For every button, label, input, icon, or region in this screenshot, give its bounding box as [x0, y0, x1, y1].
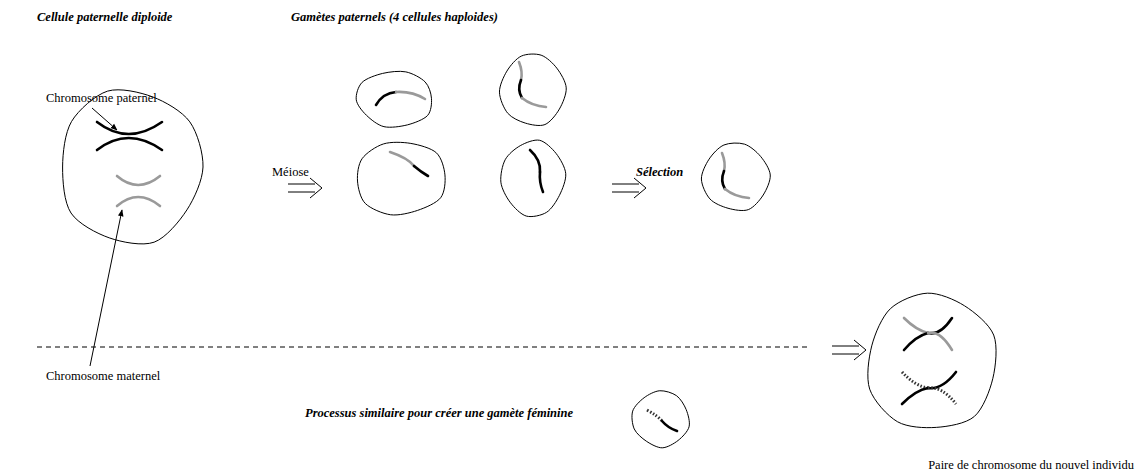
step-label: Méiose: [272, 165, 309, 180]
callout-label: Chromosome paternel: [46, 91, 157, 106]
chromosome-segment: [928, 318, 952, 333]
cell-outline: [701, 143, 770, 210]
cell-caption: Paire de chromosome du nouvel individu: [928, 458, 1134, 473]
chromosome-segment: [522, 98, 546, 107]
chromosome-segment: [390, 152, 414, 166]
cell-outline: [868, 293, 996, 428]
chromosome-segment: [928, 388, 956, 404]
chromosome-segment: [902, 388, 928, 404]
chromosome-segment: [662, 421, 677, 431]
chromosome-segment: [414, 166, 428, 176]
double-arrow: [288, 178, 322, 198]
chromosome-segment: [396, 92, 425, 99]
chromosome-segment: [117, 197, 160, 206]
chromosome-segment: [904, 333, 928, 350]
chromosomes: [97, 62, 956, 431]
cell-outline: [501, 140, 566, 217]
chromosome-segment: [540, 172, 543, 192]
cell-outline: [357, 142, 445, 215]
callout-label: Chromosome maternel: [46, 369, 160, 384]
chromosome-segment: [519, 80, 522, 98]
cell-outline: [499, 54, 566, 125]
separator-line: [37, 347, 808, 348]
chromosome-segment: [97, 122, 162, 134]
chromosome-segment: [722, 153, 725, 171]
leaders: [90, 108, 122, 366]
chromosome-segment: [722, 171, 725, 189]
chromosome-segment: [904, 318, 928, 333]
chromosome-segment: [725, 189, 749, 198]
double-arrow: [832, 340, 866, 360]
chromosome-segment: [530, 150, 540, 172]
chromosome-segment: [928, 372, 956, 388]
leader-line: [92, 108, 117, 130]
step-label: Sélection: [636, 165, 683, 180]
chromosome-segment: [117, 176, 160, 185]
chromosome-segment: [902, 372, 928, 388]
cell-outline: [63, 90, 203, 244]
cell-heading: Cellule paternelle diploide: [37, 10, 172, 25]
double-arrow: [612, 178, 646, 198]
leader-line: [90, 210, 122, 366]
cell-outline: [356, 71, 431, 127]
chromosome-segment: [376, 92, 396, 105]
chromosome-segment: [928, 333, 952, 350]
process-note: Processus similaire pour créer une gamèt…: [305, 406, 573, 421]
gametes-heading: Gamètes paternels (4 cellules haploides): [291, 10, 498, 25]
cell-outline: [632, 391, 689, 448]
process-arrows: [288, 178, 866, 360]
chromosome-segment: [97, 138, 162, 150]
chromosome-segment: [519, 62, 522, 80]
chromosome-segment: [647, 410, 662, 421]
cells: [63, 54, 996, 448]
